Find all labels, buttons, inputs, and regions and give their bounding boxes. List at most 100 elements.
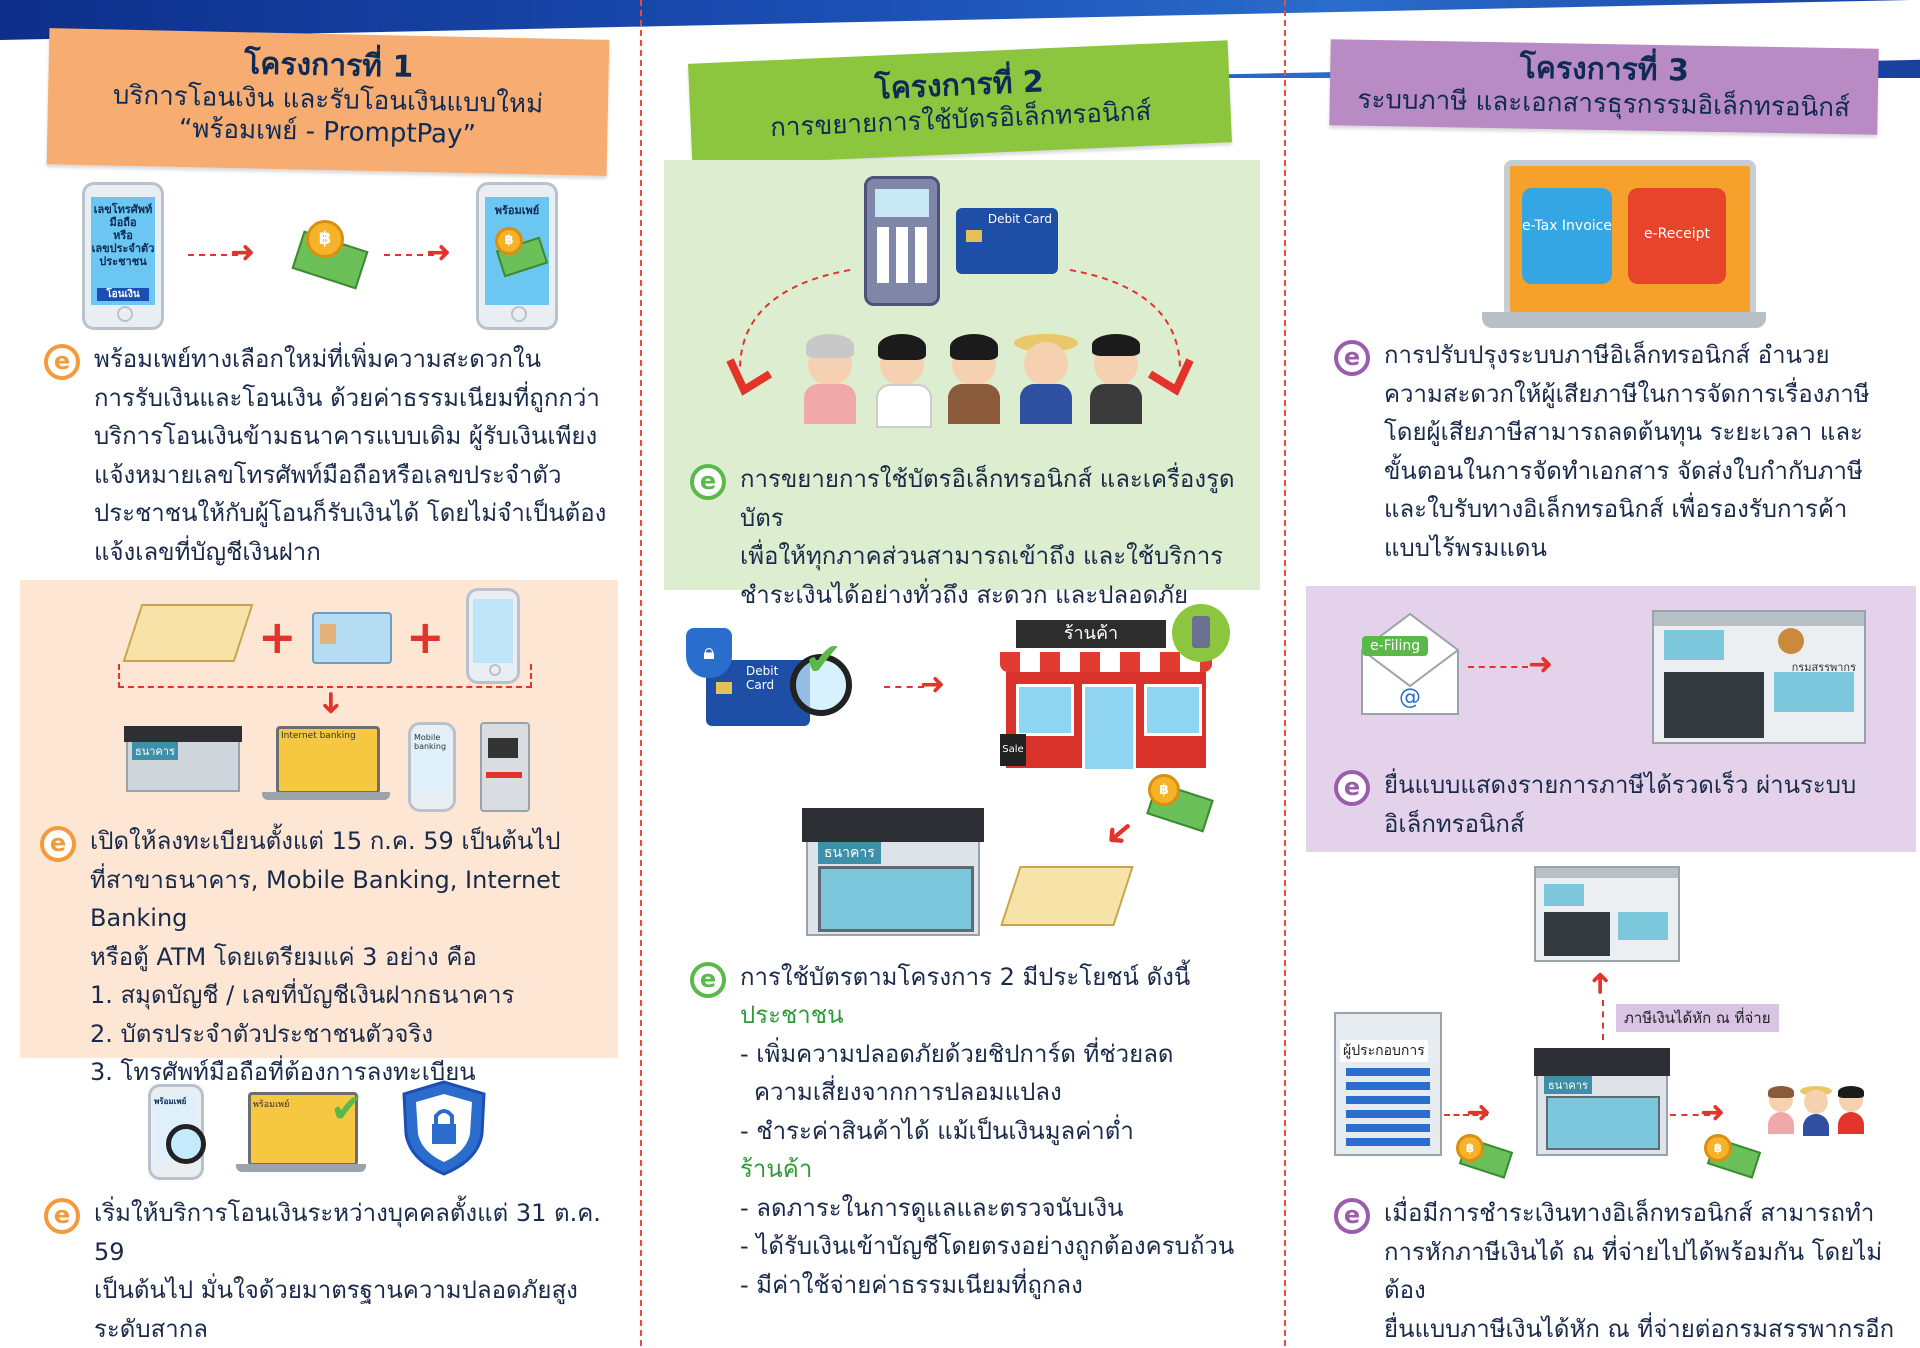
e-bullet-icon: e — [44, 344, 80, 380]
person-student-icon — [872, 334, 932, 424]
shop-benefit-item: - ลดภาระในการดูแลและตรวจนับเงิน — [740, 1189, 1260, 1228]
e-bullet-icon: e — [690, 464, 726, 500]
text-line: เปิดให้ลงทะเบียนตั้งแต่ 15 ก.ค. 59 เป็นต… — [90, 822, 610, 861]
project1-paragraph-1: พร้อมเพย์ทางเลือกใหม่ที่เพิ่มความสะดวกใน… — [94, 340, 614, 571]
text-line: ประชาชนให้กับผู้โอนก็รับเงินได้ โดยไม่จำ… — [94, 494, 614, 533]
people-benefit-item: ความเสี่ยงจากการปลอมแปลง — [740, 1073, 1260, 1112]
promptpay-small-label: พร้อมเพย์ — [154, 1095, 198, 1108]
laptop-base — [236, 1164, 366, 1172]
text-line: โดยผู้เสียภาษีสามารถลดต้นทุน ระยะเวลา แล… — [1384, 413, 1904, 452]
bracket-line — [118, 664, 532, 688]
benefits-list: ประชาชน - เพิ่มความปลอดภัยด้วยชิปการ์ด ท… — [740, 996, 1260, 1304]
arrow-down-icon: ➜ — [316, 690, 346, 715]
laptop-etax-icon: e-Tax Invoice e-Receipt — [1504, 160, 1756, 318]
person-small-icon — [1766, 1086, 1796, 1136]
people-benefit-item: - ชำระค่าสินค้าได้ แม้เป็นเงินมูลค่าต่ำ — [740, 1112, 1260, 1151]
transfer-button-label: โอนเงิน — [97, 288, 149, 301]
shop-benefit-item: - มีค่าใช้จ่ายค่าธรรมเนียมที่ถูกลง — [740, 1266, 1260, 1305]
project1-paragraph-3: เริ่มให้บริการโอนเงินระหว่างบุคคลตั้งแต่… — [94, 1194, 614, 1348]
card-reader-bubble-icon — [1172, 604, 1230, 662]
svg-text:@: @ — [1399, 685, 1421, 710]
text-line: เป็นต้นไป มั่นใจด้วยมาตรฐานความปลอดภัยสู… — [94, 1271, 614, 1310]
arrow-line-3 — [884, 686, 924, 688]
text-line: ยื่นแบบแสดงรายการภาษีได้รวดเร็ว ผ่านระบบ — [1384, 766, 1904, 805]
id-card-icon — [312, 612, 392, 664]
bank-sign: ธนาคาร — [1544, 1076, 1592, 1094]
text-line: การหักภาษีเงินได้ ณ ที่จ่ายไปได้พร้อมกัน… — [1384, 1233, 1904, 1310]
arrow-right-icon: ➜ — [230, 238, 255, 268]
person-elder-woman-icon — [800, 334, 860, 424]
coin-icon: ฿ — [1704, 1134, 1732, 1162]
person-vendor-icon — [944, 334, 1004, 424]
project3-banner: โครงการที่ 3 ระบบภาษี และเอกสารธุรกรรมอิ… — [1329, 39, 1878, 135]
text-line: ขั้นตอนในการจัดทำเอกสาร จัดส่งใบกำกับภาษ… — [1384, 452, 1904, 491]
internet-banking-label: Internet banking — [279, 729, 377, 743]
e-bullet-icon: e — [44, 1198, 80, 1234]
project1-paragraph-2: เปิดให้ลงทะเบียนตั้งแต่ 15 ก.ค. 59 เป็นต… — [90, 822, 610, 1092]
shop-sign: ร้านค้า — [1016, 620, 1166, 648]
person-small-icon — [1800, 1084, 1832, 1136]
operator-building-icon: ผู้ประกอบการ — [1334, 1012, 1442, 1156]
promptpay-label: พร้อมเพย์ — [485, 201, 549, 219]
atm-icon — [480, 722, 530, 812]
phone-icon: เลขโทรศัพท์ มือถือ หรือ เลขประจำตัว ประช… — [82, 182, 164, 330]
bank-sign: ธนาคาร — [818, 842, 881, 864]
requirement-item: 2. บัตรประจำตัวประชาชนตัวจริง — [90, 1015, 610, 1054]
shop-heading: ร้านค้า — [740, 1150, 1260, 1189]
passbook-icon — [1000, 866, 1133, 926]
text-line: พร้อมเพย์ทางเลือกใหม่ที่เพิ่มความสะดวกใน — [94, 340, 614, 379]
arrow-diagonal-icon: ➜ — [1098, 812, 1140, 854]
phone-text-2: มือถือ — [91, 216, 155, 229]
passbook-icon — [123, 604, 254, 662]
revenue-department-small-icon — [1534, 866, 1680, 962]
project2-paragraph-1: การขยายการใช้บัตรอิเล็กทรอนิกส์ และเครื่… — [740, 460, 1260, 614]
arrow-line-up — [1602, 1000, 1604, 1040]
bank-building-small-icon: ธนาคาร — [1536, 1072, 1668, 1156]
arrow-up-icon: ➜ — [1586, 970, 1616, 995]
e-bullet-icon: e — [40, 826, 76, 862]
project3-paragraph-1: การปรับปรุงระบบภาษีอิเล็กทรอนิกส์ อำนวย … — [1384, 336, 1904, 567]
e-bullet-icon: e — [1334, 340, 1370, 376]
text-line: เริ่มให้บริการโอนเงินระหว่างบุคคลตั้งแต่… — [94, 1194, 614, 1271]
security-shield-icon — [398, 1078, 490, 1178]
shield-lock-icon: 🔒︎ — [686, 628, 732, 678]
plus-icon: + — [406, 614, 445, 660]
text-line: การขยายการใช้บัตรอิเล็กทรอนิกส์ และเครื่… — [740, 460, 1260, 537]
bank-sign: ธนาคาร — [132, 742, 178, 760]
project3-paragraph-2: ยื่นแบบแสดงรายการภาษีได้รวดเร็ว ผ่านระบบ… — [1384, 766, 1904, 843]
text-line: การรับเงินและโอนเงิน ด้วยค่าธรรมเนียมที่… — [94, 379, 614, 418]
arrow-line-4 — [1468, 666, 1528, 668]
person-small-icon — [1836, 1086, 1866, 1136]
laptop-base — [262, 792, 390, 800]
operator-label: ผู้ประกอบการ — [1340, 1040, 1428, 1062]
phone-text-5: ประชาชน — [91, 255, 155, 268]
people-benefit-item: - เพิ่มความปลอดภัยด้วยชิปการ์ด ที่ช่วยลด — [740, 1035, 1260, 1074]
project3-paragraph-3: เมื่อมีการชำระเงินทางอิเล็กทรอนิกส์ สามา… — [1384, 1194, 1904, 1348]
people-heading: ประชาชน — [740, 996, 1260, 1035]
arrow-right-icon: ➜ — [920, 670, 945, 700]
benefits-intro: การใช้บัตรตามโครงการ 2 มีประโยชน์ ดังนี้ — [740, 958, 1260, 997]
shop-benefit-item: - ได้รับเงินเข้าบัญชีโดยตรงอย่างถูกต้องค… — [740, 1227, 1260, 1266]
phone-text-3: หรือ — [91, 229, 155, 242]
e-bullet-icon: e — [690, 962, 726, 998]
debit-card-label: Debit Card — [988, 212, 1052, 226]
plus-icon: + — [258, 614, 297, 660]
arrow-right-icon: ➜ — [1528, 650, 1553, 680]
column-divider-2 — [1284, 0, 1286, 1346]
internet-banking-laptop-icon: Internet banking — [276, 726, 380, 794]
mobile-banking-icon: Mobile banking — [408, 722, 456, 812]
text-line: ชำระเงินได้อย่างทั่วถึง สะดวก และปลอดภัย — [740, 576, 1260, 615]
mobile-banking-label: Mobile banking — [414, 733, 450, 751]
magnifier-icon — [166, 1124, 206, 1164]
arrow-right-icon: ➜ — [1700, 1098, 1725, 1128]
etax-label: e-Tax Invoice — [1522, 218, 1612, 234]
e-bullet-icon: e — [1334, 1198, 1370, 1234]
text-line: แจ้งเลขที่บัญชีเงินฝาก — [94, 533, 614, 572]
text-line: ระดับสากล — [94, 1310, 614, 1348]
text-line: แจ้งหมายเลขโทรศัพท์มือถือหรือเลขประจำตัว — [94, 456, 614, 495]
column-divider-1 — [640, 0, 642, 1346]
withholding-tax-label: ภาษีเงินได้หัก ณ ที่จ่าย — [1616, 1004, 1779, 1032]
coin-icon: ฿ — [306, 220, 344, 258]
text-line: หรือตู้ ATM โดยเตรียมแค่ 3 อย่าง คือ — [90, 938, 610, 977]
efiling-label: e-Filing — [1362, 636, 1428, 656]
